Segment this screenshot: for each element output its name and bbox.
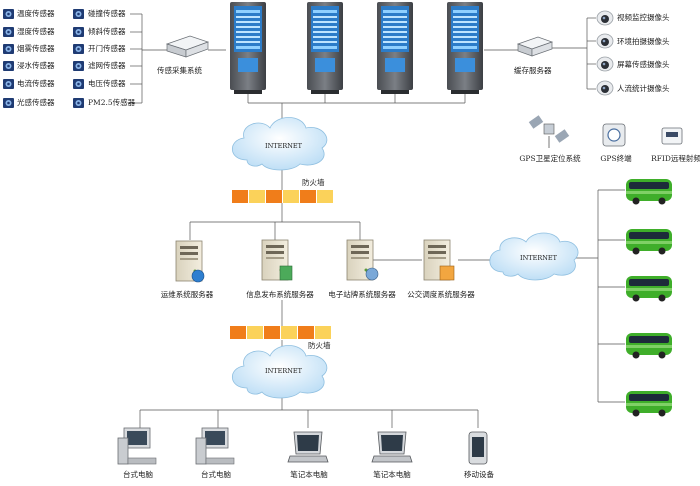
camera-icon [596, 80, 614, 96]
sensor-label: 烟雾传感器 [17, 44, 55, 53]
client-label: 台式电脑 [201, 470, 231, 479]
camera-label: 屏幕传感摄像头 [617, 60, 670, 69]
server-label: 公交调度系统服务器 [407, 290, 475, 299]
e-stop-kiosk-icon [307, 2, 343, 94]
mobile-device-icon [468, 431, 488, 465]
e-stop-kiosk-icon [230, 2, 266, 94]
sensor-icon [73, 98, 84, 108]
internet-cloud-right: INTERNET [489, 232, 579, 281]
sensor-icon [3, 79, 14, 89]
sensor-system-device-icon [165, 35, 210, 58]
camera-label: 视频监控摄像头 [617, 13, 670, 22]
camera-group [596, 10, 614, 96]
gps-terminal-label: GPS终端 [600, 154, 632, 163]
globe-icon [365, 267, 379, 281]
internet-cloud-top: INTERNET [231, 117, 328, 171]
desktop-computer-icon [195, 427, 235, 465]
bus-icon [626, 276, 672, 302]
sensor-system-label: 传感采集系统 [157, 66, 202, 75]
server-group [175, 239, 455, 283]
laptop-icon [371, 431, 413, 463]
sensor-label: 滤网传感器 [88, 61, 126, 70]
desktop-computer-icon [117, 427, 157, 465]
internet-label: INTERNET [520, 254, 558, 262]
internet-label: INTERNET [265, 142, 303, 150]
e-stop-kiosk-icon [447, 2, 483, 94]
sensor-label: PM2.5传感器 [88, 98, 136, 107]
sensor-label: 倾斜传感器 [88, 27, 126, 36]
sensor-icon [73, 9, 84, 19]
sensor-icon [73, 27, 84, 37]
kiosk-group [230, 2, 483, 94]
firewall-label: 防火墙 [308, 341, 331, 350]
camera-label: 人流统计摄像头 [617, 84, 670, 93]
sensor-label: 光感传感器 [17, 98, 55, 107]
sensor-label: 温度传感器 [17, 9, 55, 18]
sensor-group [3, 9, 84, 108]
camera-icon [596, 10, 614, 26]
client-label: 笔记本电脑 [290, 470, 328, 479]
sensor-label: 碰撞传感器 [88, 9, 126, 18]
bus-icon [626, 333, 672, 359]
bus-icon [626, 179, 672, 205]
sensor-icon [3, 98, 14, 108]
internet-label: INTERNET [265, 367, 303, 375]
cache-server-icon [516, 36, 554, 57]
sensor-icon [3, 9, 14, 19]
sensor-icon [73, 44, 84, 54]
bus-icon [626, 391, 672, 417]
server-label: 运维系统服务器 [160, 290, 214, 299]
firewall-label: 防火墙 [302, 178, 325, 187]
server-label: 信息发布系统服务器 [246, 290, 314, 299]
gps-system-label: GPS卫星定位系统 [519, 154, 581, 163]
client-label: 移动设备 [464, 470, 494, 479]
sensor-icon [73, 79, 84, 89]
cache-server-label: 缓存服务器 [514, 66, 552, 75]
rfid-device-icon [661, 127, 683, 145]
laptop-icon [287, 431, 329, 463]
globe-icon [191, 269, 205, 283]
folder-icon [439, 265, 455, 281]
firewall-bottom-icon [230, 326, 331, 339]
client-label: 笔记本电脑 [373, 470, 411, 479]
e-stop-kiosk-icon [377, 2, 413, 94]
bus-group [626, 179, 672, 417]
internet-cloud-bottom: INTERNET [231, 345, 328, 399]
camera-icon [596, 56, 614, 72]
client-label: 台式电脑 [123, 470, 153, 479]
sensor-label: 湿度传感器 [17, 27, 55, 36]
gps-terminal-icon [602, 123, 626, 147]
sensor-label: 浸水传感器 [17, 61, 55, 70]
sensor-icon [73, 61, 84, 71]
client-group [117, 427, 488, 465]
sensor-label: 电压传感器 [88, 79, 126, 88]
sensor-label: 开门传感器 [88, 44, 126, 53]
firewall-top-icon [232, 190, 333, 203]
rfid-label: RFID远程射频 [651, 154, 700, 163]
bus-icon [626, 229, 672, 255]
sensor-icon [3, 61, 14, 71]
sensor-icon [3, 44, 14, 54]
sensor-icon [3, 27, 14, 37]
camera-icon [596, 33, 614, 49]
server-label: 电子站牌系统服务器 [328, 290, 396, 299]
camera-label: 环境拍摄摄像头 [617, 37, 670, 46]
sensor-label: 电流传感器 [17, 79, 55, 88]
document-icon [279, 265, 293, 281]
gps-satellite-icon [528, 115, 570, 148]
